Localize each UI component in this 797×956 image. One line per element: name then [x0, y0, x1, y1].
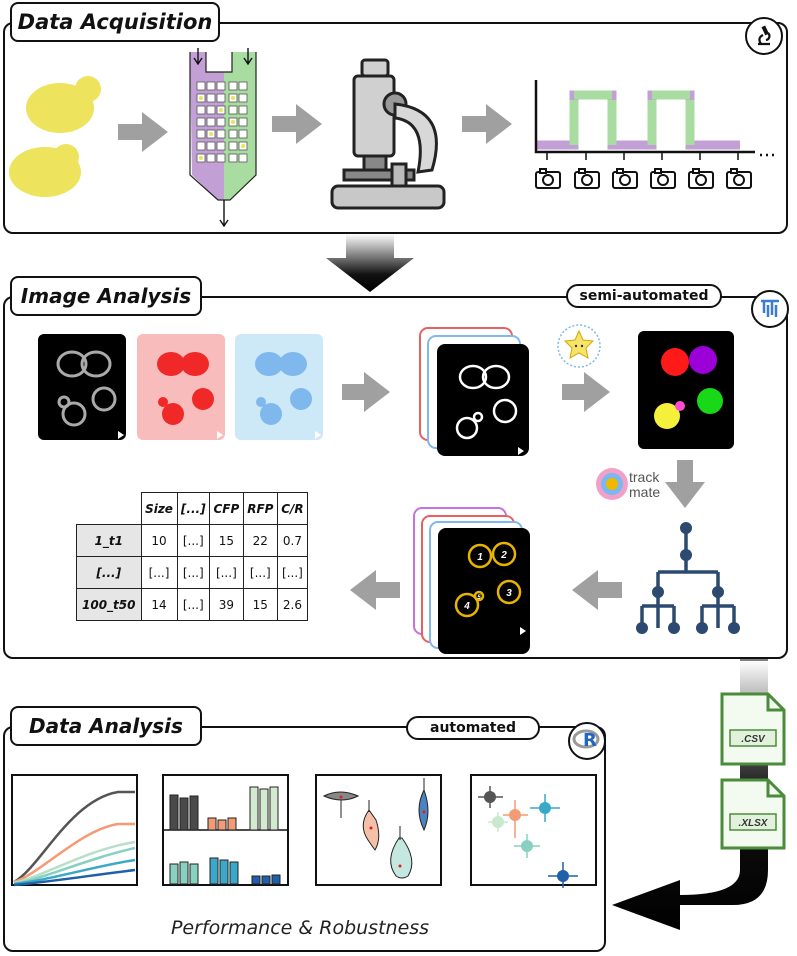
col-ellipsis: [...]	[176, 492, 210, 525]
cell-label-5: 5	[477, 595, 481, 601]
cell-label-1: 1	[477, 552, 483, 563]
semi-automated-badge: semi-automated	[566, 284, 722, 308]
red-channel-image	[137, 334, 225, 440]
violin-plot	[315, 774, 442, 886]
microscope-illustration	[330, 58, 446, 210]
segmentation-image	[638, 331, 734, 449]
data-analysis-title: Data Analysis	[10, 706, 202, 746]
trackmate-label-1: track	[629, 469, 660, 485]
fiji-icon	[751, 290, 789, 328]
performance-caption: Performance & Robustness	[170, 917, 430, 939]
down-arrow	[326, 234, 414, 292]
blue-channel-image	[235, 334, 323, 440]
r-letter: R	[583, 730, 597, 751]
cell-label-4: 4	[463, 601, 470, 612]
image-analysis-arrows	[342, 372, 705, 610]
svg-text:.XLSX: .XLSX	[739, 818, 769, 829]
bar-chart-plot	[162, 774, 289, 886]
table-row: 100_t50 14 [...] 39 15 2.6	[76, 588, 309, 621]
microfluidic-chip	[189, 48, 257, 228]
automated-badge: automated	[406, 716, 540, 740]
trackmate-label-2: mate	[629, 484, 660, 500]
xlsx-label: XLSX	[740, 818, 768, 829]
data-acquisition-title: Data Acquisition	[10, 2, 220, 42]
acquisition-arrows	[118, 104, 512, 152]
measurement-table: Size [...] CFP RFP C/R 1_t1 10 [...] 15 …	[76, 492, 309, 621]
trackmate-icon: track mate	[596, 468, 660, 500]
csv-file-icon: .CSV	[720, 692, 786, 766]
svg-text:.CSV: .CSV	[741, 734, 766, 745]
growth-curves-plot	[11, 774, 138, 887]
yeast-cells	[9, 76, 101, 197]
cell-label-3: 3	[506, 588, 512, 599]
tracked-images: 1 2 3 4 5	[413, 507, 530, 654]
col-ratio: C/R	[276, 492, 309, 525]
lineage-tree	[636, 522, 740, 634]
stardist-icon	[557, 324, 601, 368]
image-analysis-title: Image Analysis	[10, 276, 202, 316]
csv-label: CSV	[744, 734, 766, 745]
brightfield-image	[38, 334, 126, 440]
microscope-icon	[745, 17, 783, 55]
scatter-plot	[470, 774, 597, 888]
r-logo-icon: R	[568, 722, 606, 760]
col-rfp: RFP	[242, 492, 278, 525]
camera-icon-row	[535, 168, 752, 189]
table-row: [...] [...] [...] [...] [...] [...]	[76, 556, 309, 589]
cell-label-2: 2	[500, 550, 507, 561]
xlsx-file-icon: .XLSX	[720, 778, 786, 850]
media-switching-plot	[534, 80, 774, 160]
col-size: Size	[140, 492, 178, 525]
stacked-images	[419, 327, 529, 456]
